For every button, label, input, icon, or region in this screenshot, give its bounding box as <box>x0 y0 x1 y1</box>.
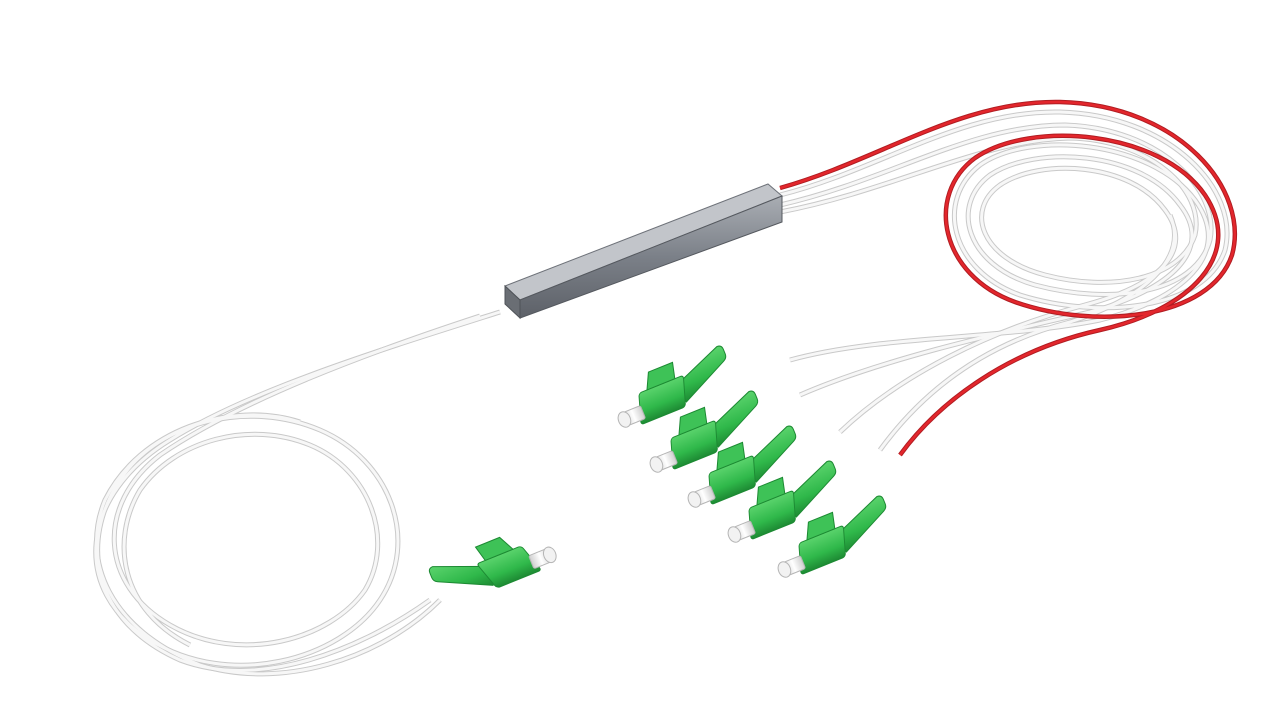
input-lc-connector <box>426 519 560 610</box>
red-fiber <box>779 99 1238 457</box>
splitter-housing <box>504 183 783 320</box>
output-fiber-coil <box>779 99 1238 457</box>
input-fiber-coil <box>93 309 501 677</box>
output-lc-connector-1 <box>605 342 739 433</box>
